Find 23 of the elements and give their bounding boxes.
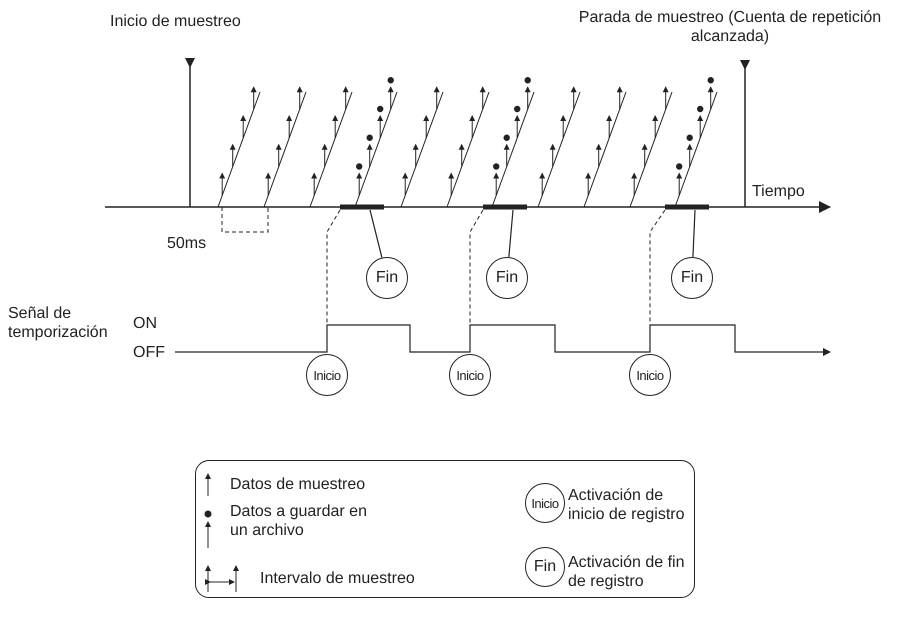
leader-line	[692, 210, 696, 258]
leader-line	[508, 210, 514, 258]
level-label: OFF	[133, 343, 166, 362]
legend-text: Activación de inicio de registro	[568, 486, 686, 524]
signal-name: Señal de temporización	[8, 304, 109, 342]
trigger-circle: Inicio	[525, 483, 565, 523]
trigger-circle: Fin	[486, 257, 528, 299]
trigger-circle: Fin	[366, 257, 408, 299]
legend-text: Datos de muestreo	[230, 475, 366, 494]
axis-label: Tiempo	[752, 182, 806, 201]
legend-text: Intervalo de muestreo	[260, 569, 416, 588]
trigger-circle: Inicio	[629, 354, 671, 396]
trigger-circle: Inicio	[449, 354, 491, 396]
trigger-circle: Inicio	[306, 354, 348, 396]
duration-label: 50ms	[167, 234, 208, 253]
annotation-label: Inicio de muestreo	[110, 12, 242, 31]
trigger-circle: Fin	[525, 547, 565, 587]
annotation-label: Parada de muestreo (Cuenta de repetición alcanzada)	[578, 8, 882, 46]
trigger-circle: Fin	[671, 257, 713, 299]
leader-line	[369, 210, 382, 258]
legend-text: Activación de fin de registro	[568, 553, 686, 591]
legend-text: Datos a guardar en un archivo	[230, 502, 368, 540]
level-label: ON	[133, 314, 158, 333]
